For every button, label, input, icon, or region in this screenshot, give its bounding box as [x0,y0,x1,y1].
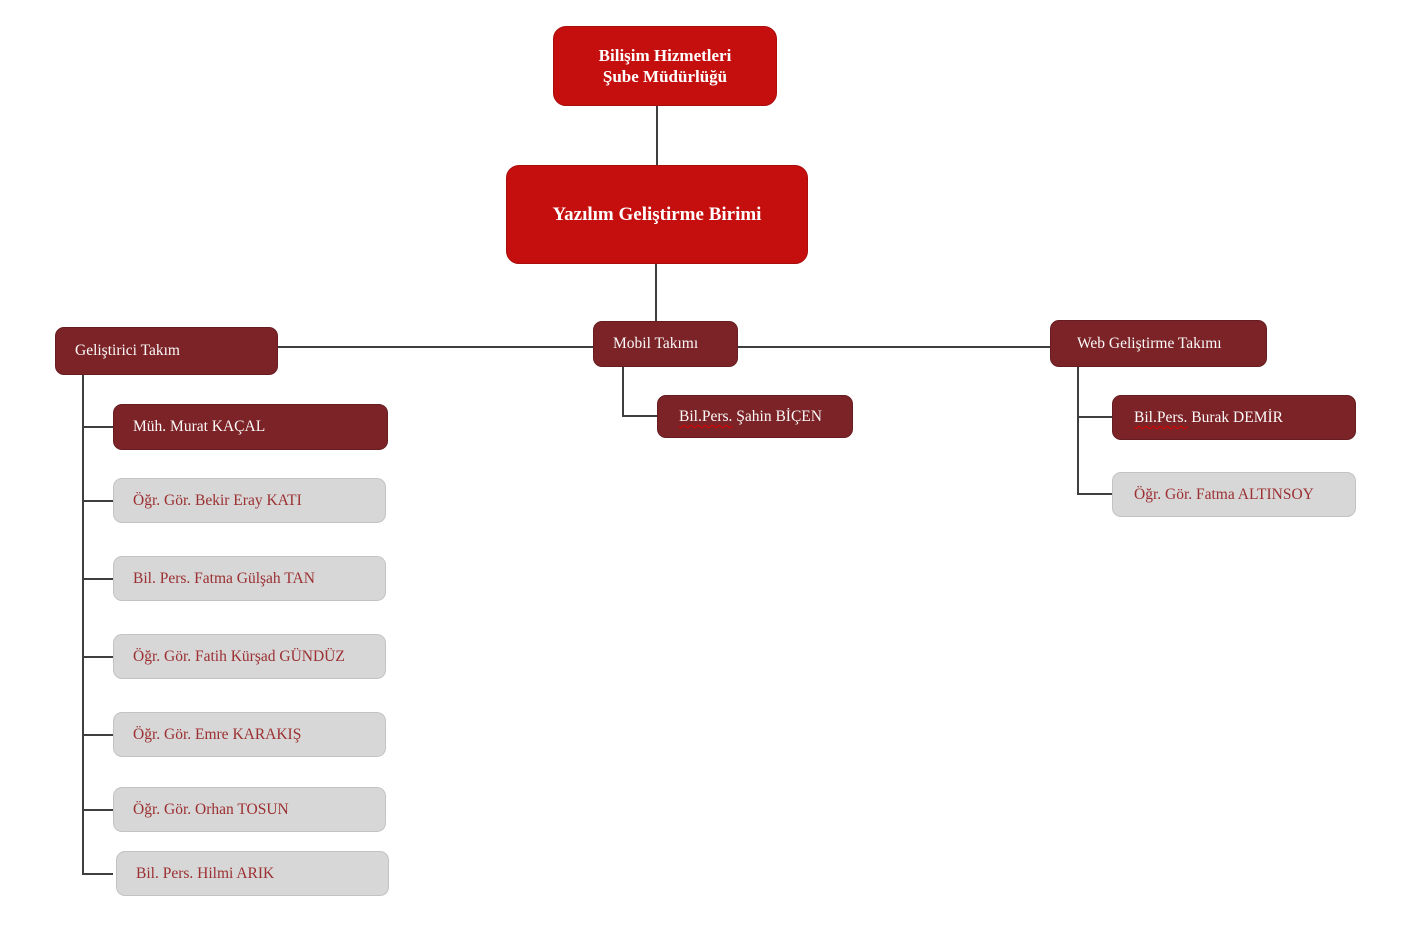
member-label-misspelled-prefix: Bil.Pers. [679,407,733,425]
team-label: Mobil Takımı [613,335,699,353]
member-label-rest: Şahin BİÇEN [732,407,822,425]
member-label-rest: Burak DEMİR [1187,408,1283,426]
member-label: Bil.Pers. Burak DEMİR [1134,408,1283,427]
member-node-fatma-gulsah-tan[interactable]: Bil. Pers. Fatma Gülşah TAN [113,556,386,601]
member-label: Öğr. Gör. Fatma ALTINSOY [1134,485,1314,503]
member-node-fatma-altinsoy[interactable]: Öğr. Gör. Fatma ALTINSOY [1112,472,1356,517]
node-unit-label: Yazılım Geliştirme Birimi [552,203,762,225]
member-node-orhan-tosun[interactable]: Öğr. Gör. Orhan TOSUN [113,787,386,832]
member-node-murat-kacal[interactable]: Müh. Murat KAÇAL [113,404,388,450]
member-label: Öğr. Gör. Orhan TOSUN [133,800,289,818]
connector-main-left [278,346,593,348]
connector-stub-tan [82,578,113,580]
node-root-bilisim-hizmetleri[interactable]: Bilişim Hizmetleri Şube Müdürlüğü [553,26,777,106]
member-label: Öğr. Gör. Bekir Eray KATI [133,491,302,509]
connector-stub-kati [82,500,113,502]
member-node-fatih-kursad-gunduz[interactable]: Öğr. Gör. Fatih Kürşad GÜNDÜZ [113,634,386,679]
team-node-gelistirici-takim[interactable]: Geliştirici Takım [55,327,278,375]
connector-stub-altinsoy [1077,493,1112,495]
connector-stub-tosun [82,809,113,811]
member-node-hilmi-arik[interactable]: Bil. Pers. Hilmi ARIK [116,851,389,896]
connector-unit-to-mobil [655,264,657,321]
connector-root-to-unit [656,106,658,165]
connector-left-trunk [82,375,84,875]
member-label: Müh. Murat KAÇAL [133,418,266,436]
connector-main-right [738,346,1050,348]
team-node-mobil-takimi[interactable]: Mobil Takımı [593,321,738,367]
connector-web-trunk [1077,367,1079,495]
member-node-sahin-bicen[interactable]: Bil.Pers. Şahin BİÇEN [657,395,853,438]
node-unit-yazilim-gelistirme[interactable]: Yazılım Geliştirme Birimi [506,165,808,264]
connector-stub-gunduz [82,656,113,658]
team-node-web-gelistirme-takimi[interactable]: Web Geliştirme Takımı [1050,320,1267,367]
connector-stub-karakis [82,734,113,736]
member-label: Bil. Pers. Fatma Gülşah TAN [133,569,315,587]
team-label: Web Geliştirme Takımı [1077,334,1222,352]
member-label: Bil.Pers. Şahin BİÇEN [679,407,822,426]
connector-mobil-trunk [622,367,624,417]
member-node-burak-demir[interactable]: Bil.Pers. Burak DEMİR [1112,395,1356,440]
connector-stub-demir [1077,416,1112,418]
connector-stub-arik [82,873,113,875]
connector-stub-sahin [622,415,657,417]
member-node-emre-karakis[interactable]: Öğr. Gör. Emre KARAKIŞ [113,712,386,757]
member-node-bekir-eray-kati[interactable]: Öğr. Gör. Bekir Eray KATI [113,478,386,523]
team-label: Geliştirici Takım [75,342,180,360]
member-label-misspelled-prefix: Bil.Pers. [1134,408,1188,426]
member-label: Bil. Pers. Hilmi ARIK [136,864,275,882]
member-label: Öğr. Gör. Fatih Kürşad GÜNDÜZ [133,647,345,665]
member-label: Öğr. Gör. Emre KARAKIŞ [133,725,302,743]
connector-stub-kacal [82,426,113,428]
node-root-label: Bilişim Hizmetleri Şube Müdürlüğü [598,45,732,86]
